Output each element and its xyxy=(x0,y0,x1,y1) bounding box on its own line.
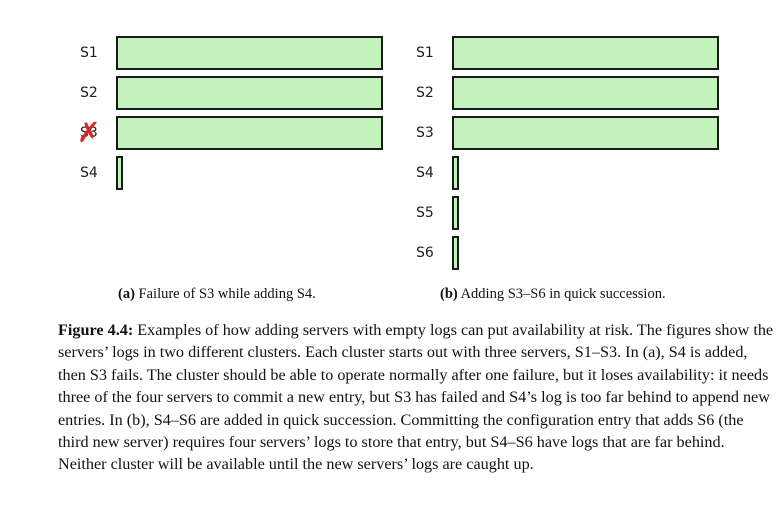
server-log-bar xyxy=(452,116,719,150)
server-label: S4 xyxy=(416,165,434,181)
server-label: S5 xyxy=(416,205,434,221)
server-log-bar xyxy=(452,236,459,270)
server-label: S3 xyxy=(80,125,98,141)
server-log-bar xyxy=(452,36,719,70)
subcaption-a-text: Failure of S3 while adding S4. xyxy=(138,286,316,302)
server-log-bar xyxy=(116,76,383,110)
server-label: S2 xyxy=(80,85,98,101)
caption-label: Figure 4.4: xyxy=(58,321,134,339)
server-log-bar xyxy=(116,36,383,70)
server-log-bar xyxy=(452,76,719,110)
server-label: S2 xyxy=(416,85,434,101)
subcaption-a-label: (a) xyxy=(118,286,135,302)
server-label: S1 xyxy=(80,45,98,61)
figure-caption: Figure 4.4: Examples of how adding serve… xyxy=(58,319,774,476)
subcaption-b-label: (b) xyxy=(440,286,458,302)
server-log-bar xyxy=(116,116,383,150)
caption-text: Examples of how adding servers with empt… xyxy=(58,321,774,474)
server-label: S6 xyxy=(416,245,434,261)
subcaption-b: (b) Adding S3–S6 in quick succession. xyxy=(440,286,666,303)
server-label: S3 xyxy=(416,125,434,141)
subcaption-b-text: Adding S3–S6 in quick succession. xyxy=(460,286,666,302)
server-log-bar xyxy=(452,156,459,190)
failed-x-icon: ✗ xyxy=(77,116,101,149)
server-log-bar xyxy=(116,156,123,190)
server-log-bar xyxy=(452,196,459,230)
server-label: S1 xyxy=(416,45,434,61)
subcaption-a: (a) Failure of S3 while adding S4. xyxy=(118,286,316,303)
server-label: S4 xyxy=(80,165,98,181)
